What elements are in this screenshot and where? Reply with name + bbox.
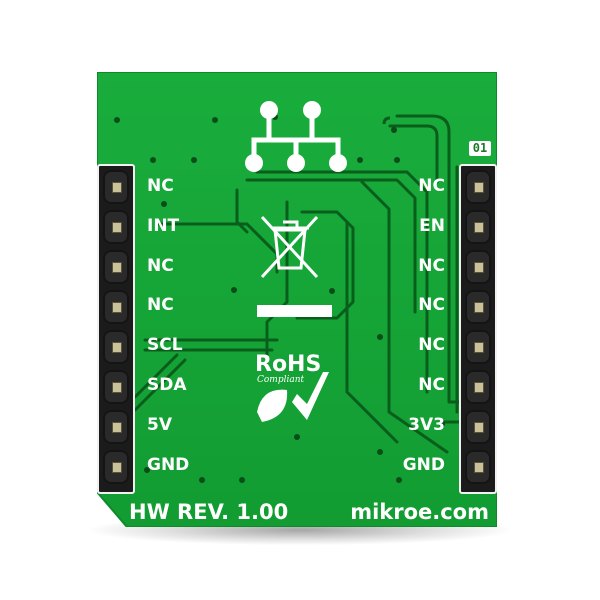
header-pin — [103, 250, 129, 284]
header-pin — [465, 250, 491, 284]
header-pin — [465, 330, 491, 364]
right-pin-header — [459, 164, 497, 494]
pcb-board: 01 NC INT NC NC SCL SDA 5V GND NC EN NC … — [97, 72, 497, 527]
left-pin-header — [97, 164, 135, 494]
leaf-checkmark-icon — [257, 372, 329, 422]
header-pin — [103, 370, 129, 404]
header-pin — [465, 370, 491, 404]
pin-label-left-8: GND — [147, 455, 190, 475]
pin-label-left-3: NC — [147, 256, 174, 276]
pin-label-left-1: NC — [147, 176, 174, 196]
pcb-artwork — [97, 72, 497, 527]
header-pin — [103, 450, 129, 484]
pin-label-right-6: NC — [418, 375, 445, 395]
header-pin — [465, 170, 491, 204]
pin-label-right-3: NC — [418, 256, 445, 276]
header-pin — [103, 210, 129, 244]
pin-label-left-6: SDA — [147, 375, 187, 395]
pin1-marker: 01 — [469, 141, 491, 156]
pin-label-right-1: NC — [418, 176, 445, 196]
header-pin — [465, 210, 491, 244]
pin-label-right-2: EN — [419, 216, 445, 236]
website-mark: mikroe.com — [350, 500, 489, 524]
mikroe-network-logo-icon — [245, 101, 347, 172]
header-pin — [465, 450, 491, 484]
header-pin — [465, 410, 491, 444]
pin-label-right-7: 3V3 — [408, 415, 445, 435]
header-pin — [103, 290, 129, 324]
pin-label-left-4: NC — [147, 295, 174, 315]
rohs-compliant-text: Compliant — [257, 375, 305, 385]
pin-label-right-8: GND — [402, 455, 445, 475]
pin-label-left-2: INT — [147, 216, 180, 236]
crossed-bin-icon — [260, 215, 319, 279]
header-pin — [465, 290, 491, 324]
pin-label-right-5: NC — [418, 335, 445, 355]
rohs-mark: RoHS — [255, 352, 322, 377]
pin-label-right-4: NC — [418, 295, 445, 315]
hw-revision: HW REV. 1.00 — [129, 500, 289, 524]
header-pin — [103, 170, 129, 204]
header-pin — [103, 330, 129, 364]
pin-label-left-5: SCL — [147, 335, 183, 355]
header-pin — [103, 410, 129, 444]
pin-label-left-7: 5V — [147, 415, 172, 435]
